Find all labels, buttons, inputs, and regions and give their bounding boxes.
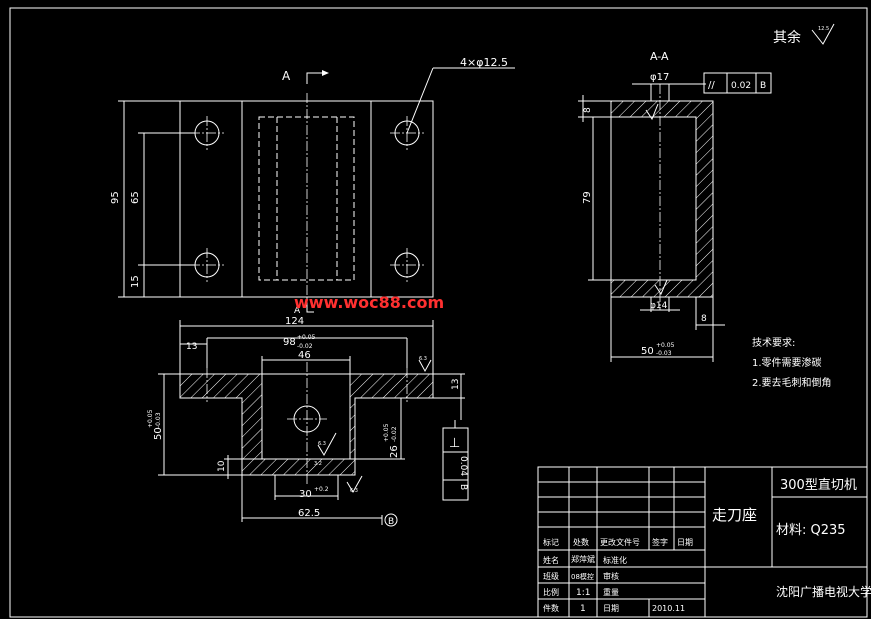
- dim-26-tol-lower: -0.02: [391, 426, 398, 442]
- label-date: 日期: [603, 604, 619, 613]
- dim-50-left-tol-lower: -0.03: [155, 412, 162, 428]
- dim-124: 124: [285, 316, 304, 327]
- label-sheets: 件数: [543, 603, 559, 613]
- tech-req-2: 2.要去毛刺和倒角: [752, 377, 832, 389]
- watermark: www.woc88.com: [294, 293, 444, 312]
- tech-req-title: 技术要求:: [752, 336, 795, 349]
- hole-callout: 4×φ12.5: [460, 56, 508, 69]
- header-count: 处数: [573, 537, 589, 547]
- remaining-roughness: 12.5: [818, 26, 829, 32]
- datum-b-label: B: [388, 517, 394, 527]
- dim-15: 15: [130, 275, 141, 288]
- gtol-parallel-datum: B: [760, 81, 766, 91]
- dim-13-right: 13: [451, 379, 461, 390]
- remaining-label: 其余: [773, 29, 801, 46]
- dim-26-tol-upper: +0.05: [383, 423, 390, 442]
- dim-79: 79: [582, 191, 593, 204]
- title-block: [537, 466, 868, 618]
- dim-46: 46: [298, 350, 311, 361]
- label-review: 审核: [603, 571, 619, 581]
- dim-98-tol-lower: -0.02: [297, 343, 313, 350]
- dim-50-left: 50: [153, 427, 164, 440]
- school-name: 沈阳广播电视大学: [776, 584, 871, 599]
- dim-98-tol-upper: +0.05: [297, 334, 316, 341]
- dim-98: 98: [283, 337, 296, 348]
- gtol-perp-value: 0.04: [458, 456, 468, 476]
- dim-65: 65: [130, 191, 141, 204]
- dim-50-right-tol-u: +0.05: [656, 342, 675, 349]
- dim-8b: 8: [701, 314, 707, 324]
- class-name: 08模控: [571, 572, 594, 581]
- header-mark: 标记: [543, 537, 559, 547]
- gtol-parallel-value: 0.02: [731, 81, 751, 91]
- label-designer: 姓名: [543, 555, 559, 565]
- view-label-a-bottom: A: [294, 306, 301, 316]
- gtol-perp-datum: B: [458, 484, 468, 490]
- gtol-perp-symbol: ⊥: [449, 436, 460, 451]
- designer-name: 郑萍斌: [571, 554, 595, 564]
- section-view: [578, 72, 772, 362]
- view-label-a: A: [282, 69, 291, 83]
- top-view: [118, 67, 515, 313]
- dim-50-left-tol-upper: +0.05: [147, 409, 154, 428]
- label-std: 标准化: [603, 555, 627, 565]
- header-date: 日期: [677, 538, 693, 547]
- drawing-border: [9, 7, 868, 618]
- tech-req-1: 1.零件需要渗碳: [752, 356, 822, 369]
- remaining-roughness-icon: [811, 23, 835, 45]
- dim-26: 26: [389, 445, 400, 458]
- dim-30: 30: [299, 489, 312, 500]
- dim-8: 8: [583, 107, 593, 113]
- dim-10: 10: [217, 460, 227, 472]
- dim-30-tol: +0.2: [314, 486, 329, 493]
- scale-value: 1:1: [576, 588, 590, 598]
- header-change-doc: 更改文件号: [600, 537, 640, 547]
- dim-50-right: 50: [641, 346, 654, 357]
- label-weight: 重量: [603, 587, 619, 597]
- roughness-b: 6.3: [350, 488, 358, 494]
- roughness-a: 6.3: [318, 441, 326, 447]
- section-label: A-A: [650, 50, 669, 63]
- header-sign: 签字: [652, 537, 668, 547]
- dim-625: 62.5: [298, 508, 320, 519]
- label-class: 班级: [543, 571, 559, 581]
- material: 材料: Q235: [776, 523, 846, 538]
- drawing-name: 300型直切机: [780, 478, 857, 493]
- roughness-d: 3.2: [314, 461, 322, 467]
- front-view: [158, 320, 469, 527]
- label-scale: 比例: [543, 587, 559, 597]
- dim-phi14: φ14: [650, 301, 668, 311]
- roughness-c: 6.3: [419, 356, 427, 362]
- dim-95: 95: [110, 191, 121, 204]
- dim-50-right-tol-l: -0.03: [656, 350, 672, 357]
- date-value: 2010.11: [652, 604, 685, 613]
- dim-phi17: φ17: [650, 72, 669, 83]
- part-name: 走刀座: [712, 506, 757, 524]
- sheets-value: 1: [580, 604, 586, 614]
- dim-13-left: 13: [186, 342, 197, 352]
- gtol-parallel-symbol: //: [708, 80, 715, 91]
